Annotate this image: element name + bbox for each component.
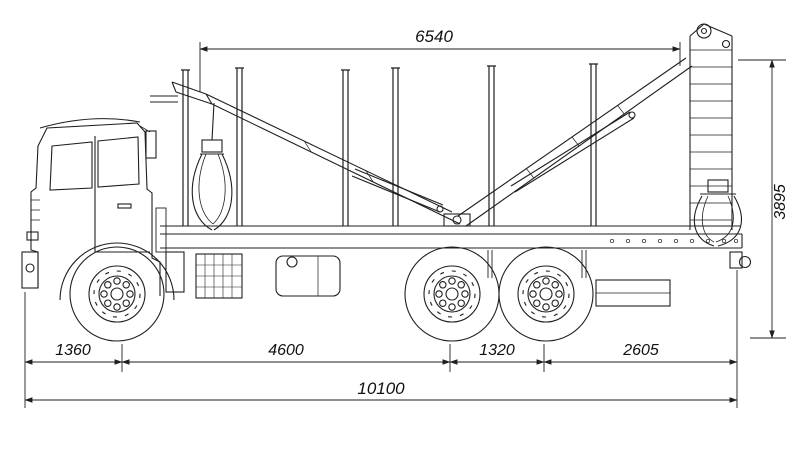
- crane-pivot: [452, 215, 462, 225]
- label-bogie-spacing: 1320: [479, 342, 515, 359]
- front-bumper: [21, 251, 39, 289]
- truck-drawing: [21, 23, 752, 342]
- front-fender-arch: [59, 242, 175, 301]
- side-window-front: [49, 141, 93, 191]
- extension-lines: [24, 270, 738, 408]
- front-boom-cylinder: [351, 168, 444, 213]
- crane: [171, 23, 742, 247]
- fuel-tank: [275, 255, 341, 297]
- stake-2: [235, 67, 244, 226]
- rear-wheel-2: [498, 246, 594, 342]
- frame-rails: [160, 233, 742, 249]
- extension-lines: [199, 42, 681, 92]
- dim-loading-length: [199, 42, 681, 92]
- dimension-annotations: [24, 42, 786, 408]
- fog-light: [25, 263, 35, 273]
- crane-mast: [689, 23, 733, 230]
- crane-boom-rear: [457, 57, 693, 227]
- label-rear-overhang: 2605: [622, 342, 659, 359]
- side-window-door: [97, 136, 140, 188]
- extension-lines: [738, 59, 786, 339]
- label-overall-height: 3895: [772, 184, 789, 220]
- label-front-overhang: 1360: [55, 342, 91, 359]
- bolster-stakes: [181, 63, 598, 226]
- stake-1: [181, 69, 190, 226]
- rear-boom-cylinder: [510, 111, 636, 193]
- front-wheel: [69, 246, 165, 342]
- dimension-labels: 6540 3895 1360 4600 1320 2605 10100: [55, 27, 789, 398]
- cab-guard: [150, 95, 178, 103]
- stake-4: [391, 67, 400, 226]
- headlight: [26, 231, 39, 241]
- stake-3: [341, 69, 350, 226]
- label-overall-length: 10100: [357, 379, 405, 398]
- label-wheelbase: 4600: [268, 342, 304, 359]
- mirror: [145, 130, 157, 159]
- tow-hitch: [729, 251, 752, 269]
- label-loading-length: 6540: [415, 27, 453, 46]
- stake-5: [487, 65, 496, 226]
- grille-lines: [31, 199, 40, 221]
- dim-overall-height: [738, 59, 786, 339]
- rear-grapple: [693, 179, 742, 247]
- front-grapple: [191, 102, 233, 231]
- truck-cab: [21, 95, 178, 301]
- exhaust-box: [165, 251, 185, 293]
- dim-bottom-row: [24, 270, 738, 408]
- rear-step-box: [595, 279, 671, 307]
- door-line: [94, 136, 150, 253]
- battery-step-box: [195, 253, 243, 299]
- frame-rivets: [609, 238, 739, 244]
- roof-deflector: [39, 118, 141, 129]
- crane-base: [443, 213, 471, 227]
- door-handle: [117, 203, 132, 209]
- rear-wheel-1: [404, 246, 500, 342]
- air-intake: [155, 207, 167, 253]
